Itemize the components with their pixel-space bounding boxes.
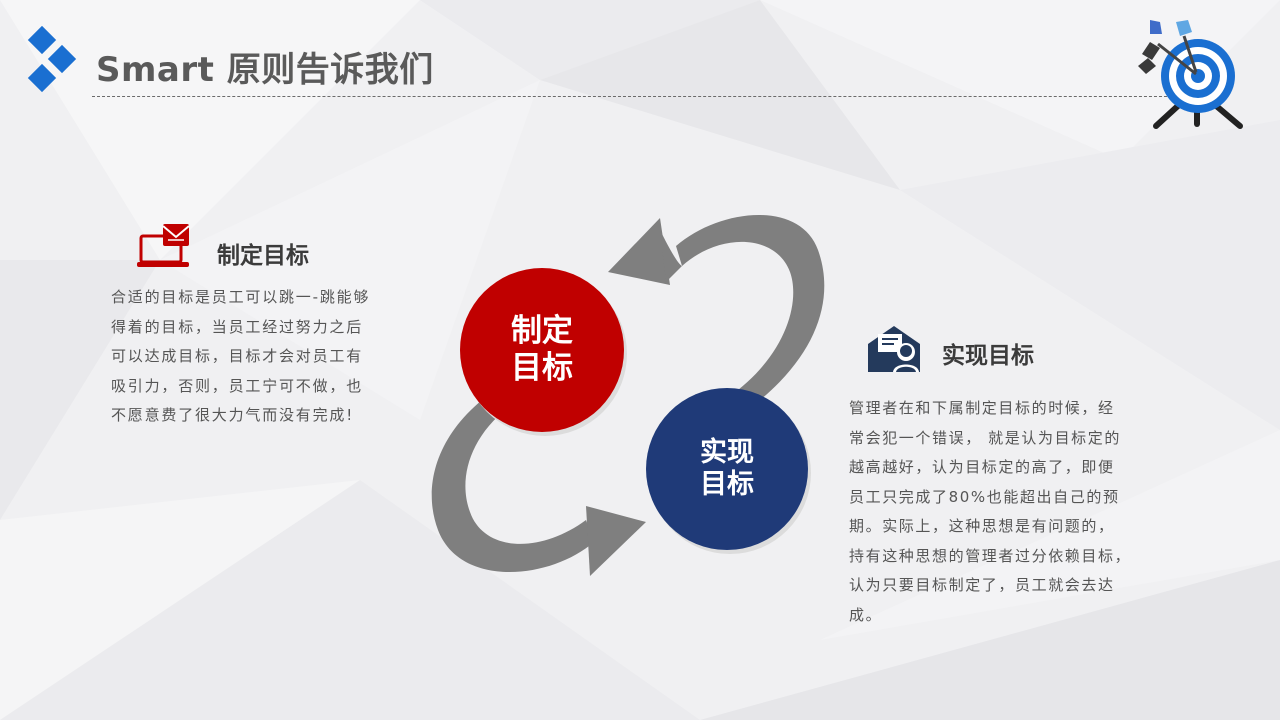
node-2-line-2: 目标 xyxy=(700,469,754,500)
right-paragraph-line: 成。 xyxy=(849,605,883,624)
right-paragraph: 管理者在和下属制定目标的时候，经 常会犯一个错误， 就是认为目标定的 越高越好，… xyxy=(849,394,1131,630)
right-paragraph-line: 认为只要目标制定了，员工就会去达 xyxy=(849,576,1115,594)
dart-target-icon xyxy=(1138,20,1243,129)
left-paragraph-line: 合适的目标是员工可以跳一-跳能够 xyxy=(111,288,371,306)
envelope-person-icon xyxy=(868,326,920,372)
node-1-line-2: 目标 xyxy=(511,350,573,386)
cycle-node-set-goal: 制定 目标 xyxy=(460,268,624,432)
right-paragraph-line: 员工只完成了80%也能超出自己的预 xyxy=(849,487,1120,506)
left-paragraph-line: 得着的目标，当员工经过努力之后 xyxy=(111,317,364,336)
left-paragraph: 合适的目标是员工可以跳一-跳能够 得着的目标，当员工经过努力之后 可以达成目标，… xyxy=(111,283,370,431)
left-paragraph-line: 吸引力，否则，员工宁可不做，也 xyxy=(111,376,364,395)
right-heading: 实现目标 xyxy=(942,343,1034,369)
right-paragraph-line: 越高越好，认为目标定的高了，即便 xyxy=(849,458,1115,476)
right-paragraph-line: 期。实际上，这种思想是有问题的， xyxy=(849,517,1115,535)
node-2-line-1: 实现 xyxy=(700,437,754,469)
left-heading: 制定目标 xyxy=(217,243,309,269)
right-paragraph-line: 常会犯一个错误， 就是认为目标定的 xyxy=(849,428,1121,447)
right-paragraph-line: 管理者在和下属制定目标的时候，经 xyxy=(849,399,1115,417)
right-paragraph-line: 持有这种思想的管理者过分依赖目标， xyxy=(849,546,1132,565)
laptop-mail-icon xyxy=(137,224,190,267)
cycle-arrow-icon xyxy=(431,214,825,576)
left-paragraph-line: 不愿意费了很大力气而没有完成! xyxy=(111,406,355,424)
title-divider xyxy=(92,96,1172,97)
node-1-line-1: 制定 xyxy=(511,313,573,350)
blue-diamonds-icon xyxy=(27,26,77,93)
cycle-node-achieve-goal: 实现 目标 xyxy=(646,388,808,550)
page-title: Smart 原则告诉我们 xyxy=(96,50,434,90)
left-paragraph-line: 可以达成目标，目标才会对员工有 xyxy=(111,347,364,365)
